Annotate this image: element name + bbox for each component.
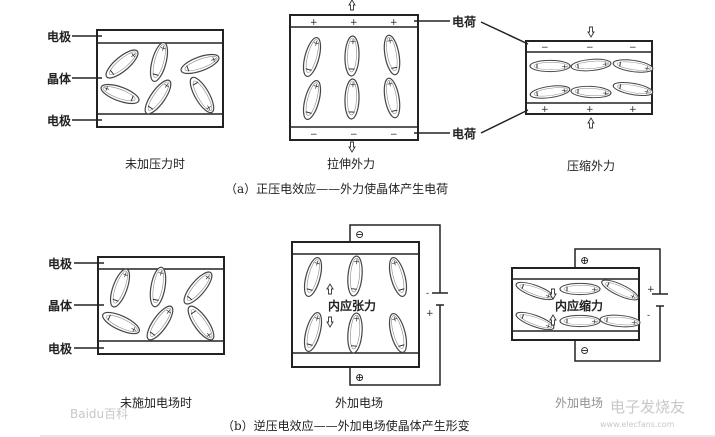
dipole [381, 33, 403, 77]
battery-plus: + [647, 285, 655, 295]
dipole [299, 35, 325, 79]
dipole [570, 84, 612, 100]
elecfans-url: www.elecfans.com [600, 420, 675, 429]
caption-field-2: 外加电场 [555, 396, 603, 410]
label-crystal: 晶体 [48, 298, 73, 313]
dipole [528, 83, 572, 101]
dipole [559, 282, 601, 296]
charge-sign: + [310, 18, 318, 28]
positive-terminal-icon: ⊕ [355, 371, 364, 384]
caption-compression: 压缩外力 [567, 158, 615, 173]
charge-sign: + [541, 105, 549, 115]
charge-sign: − [350, 130, 358, 140]
charge-sign: − [586, 43, 594, 53]
panel-a-no-pressure: 电极 晶体 电极 未加压力时 [47, 29, 224, 171]
panel-b-field-contraction: + - ⊕ ⊖ 内应缩力 外加电场 [511, 248, 668, 410]
dipole [343, 35, 361, 77]
dipole [140, 76, 176, 118]
battery-minus: - [647, 311, 650, 321]
positive-terminal-icon: ⊕ [580, 254, 589, 267]
dipole [146, 40, 172, 84]
dipole [178, 49, 222, 79]
charge-sign: − [310, 130, 318, 140]
battery-plus: + [426, 309, 434, 319]
panel-a-compression: − − − + + + 压缩外力 [525, 26, 655, 173]
panel-b-field-tension: - + ⊖ ⊕ 内应张力 外加电场 [291, 224, 448, 410]
dipole [569, 57, 613, 73]
caption-no-field: 未施加电场时 [120, 396, 192, 410]
dipole [147, 265, 169, 309]
dipole [345, 311, 365, 355]
dipole [101, 45, 143, 83]
battery-minus: - [426, 289, 429, 299]
dipole [105, 266, 135, 310]
charge-sign: − [541, 43, 549, 53]
negative-terminal-icon: ⊖ [355, 228, 364, 241]
down-arrow-icon [326, 316, 334, 328]
charge-sign: − [390, 130, 398, 140]
charge-sign: − [629, 43, 637, 53]
caption-tension: 拉伸外力 [327, 156, 375, 171]
dipole [611, 79, 655, 99]
internal-contraction-label: 内应缩力 [555, 298, 603, 313]
dipole [299, 78, 325, 122]
charge-sign: + [586, 105, 594, 115]
label-electrode: 电极 [48, 341, 73, 356]
dipole [385, 311, 411, 355]
dipole [98, 79, 142, 109]
elecfans-watermark: 电子发烧友 [610, 398, 685, 416]
dipole [598, 275, 642, 305]
dipole [385, 255, 411, 299]
label-electrode: 电极 [48, 256, 73, 271]
dipole [179, 267, 217, 309]
label-electrode: 电极 [47, 113, 72, 128]
dipole [598, 313, 642, 329]
label-charge: 电荷 [452, 14, 476, 29]
dipole [559, 314, 601, 328]
panel-b-no-field: 电极 晶体 电极 未施加电场时 [48, 256, 225, 410]
label-electrode: 电极 [47, 29, 72, 44]
label-charge: 电荷 [452, 126, 476, 141]
down-arrow-icon [587, 26, 595, 38]
dipole [611, 57, 655, 75]
dipole [513, 308, 557, 334]
label-crystal: 晶体 [47, 71, 72, 86]
dipole [343, 78, 361, 120]
title-part-b: （b）逆压电效应——外加电场使晶体产生形变 [222, 418, 470, 433]
dipole [381, 76, 403, 120]
dipole [99, 307, 143, 339]
negative-terminal-icon: ⊖ [580, 344, 589, 357]
up-arrow-icon [348, 0, 356, 11]
caption-field: 外加电场 [335, 396, 383, 410]
internal-tension-label: 内应张力 [328, 298, 376, 313]
dipole [185, 73, 219, 117]
up-arrow-icon [587, 117, 595, 129]
panel-a-tension: + + + − − − 拉伸外力 [289, 0, 419, 171]
dipole [183, 302, 219, 344]
dipole [300, 310, 326, 354]
dipole [142, 302, 178, 344]
charge-sign: + [629, 105, 637, 115]
down-arrow-icon [348, 141, 356, 153]
dipole [529, 59, 571, 73]
dipole [345, 254, 365, 298]
charge-sign: + [350, 18, 358, 28]
dipole [513, 278, 557, 304]
up-arrow-icon [326, 283, 334, 295]
charge-sign: + [390, 18, 398, 28]
dipole [300, 255, 326, 299]
baidu-watermark: Baidu百科 [70, 407, 128, 421]
title-part-a: （a）正压电效应——外力使晶体产生电荷 [225, 181, 448, 196]
caption-no-pressure: 未加压力时 [125, 157, 185, 171]
